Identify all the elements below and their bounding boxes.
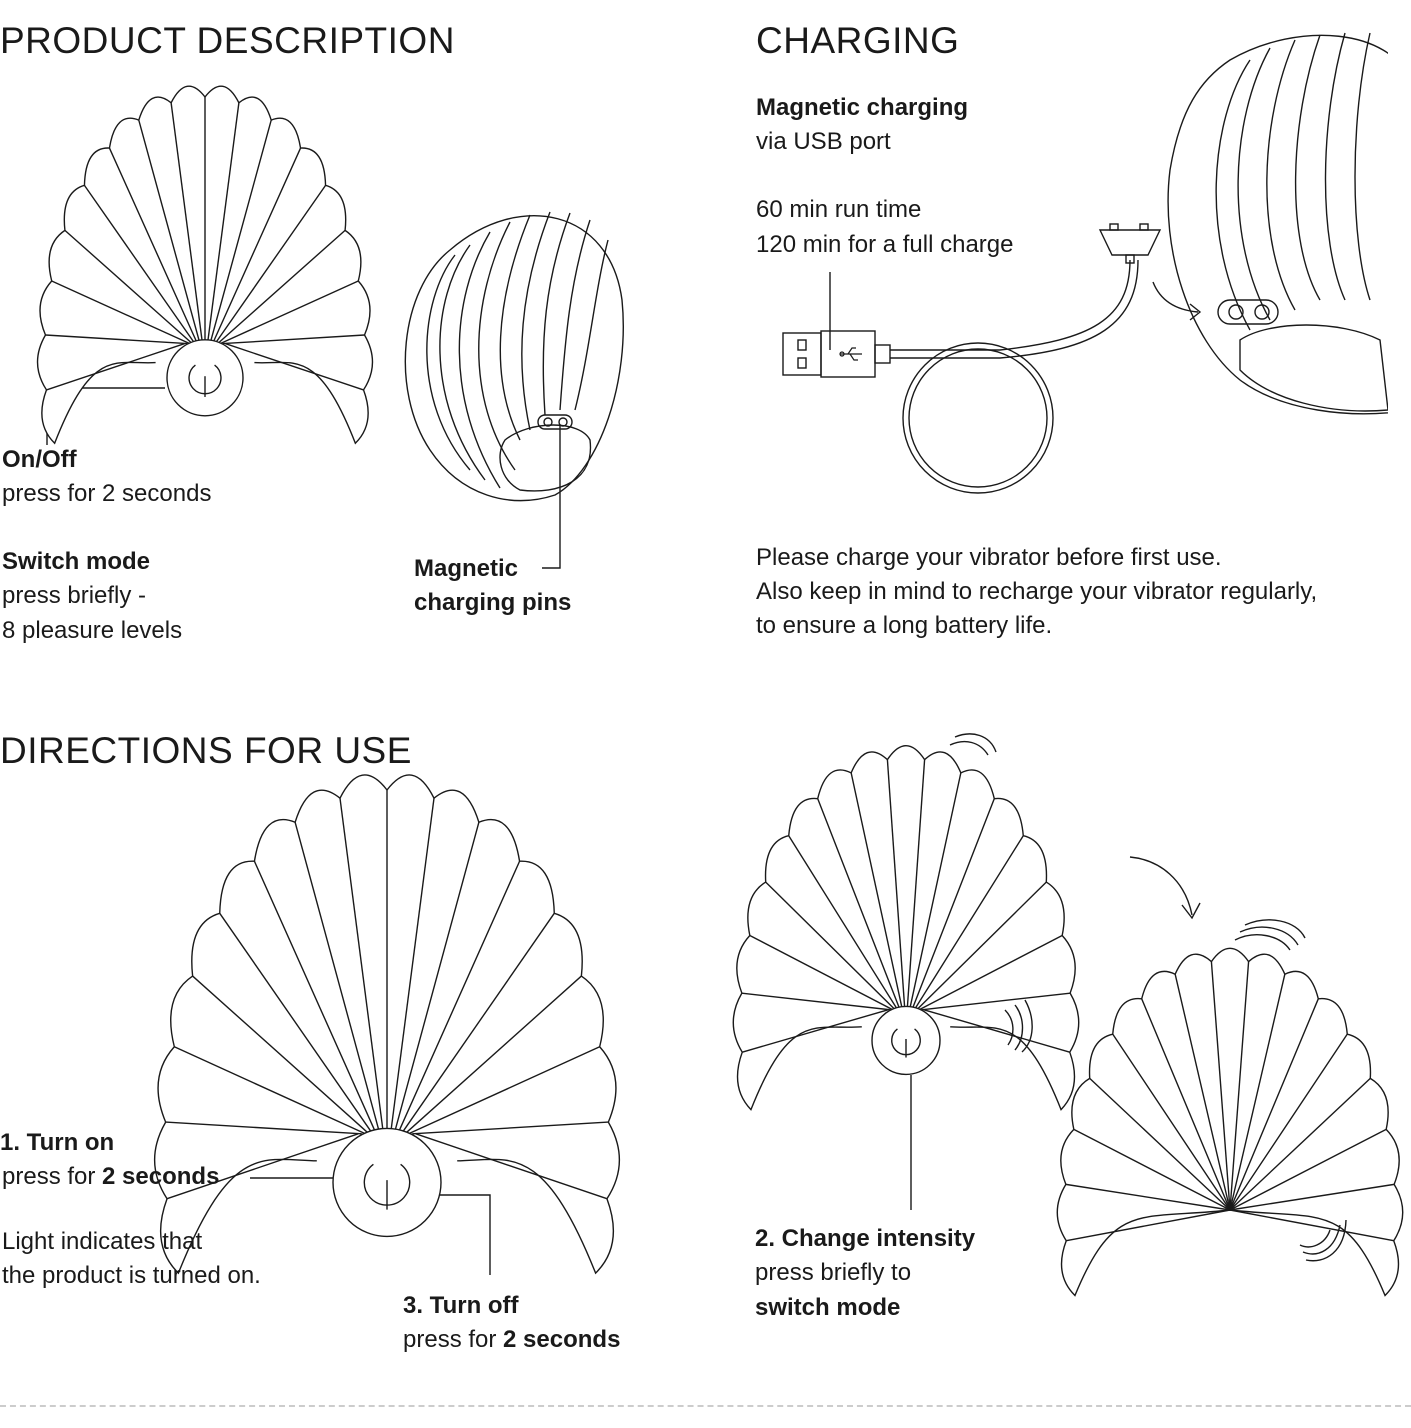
power-button[interactable] [871,1005,941,1076]
step2-line1: press briefly to [755,1259,912,1286]
step1-text: press for 2 seconds [2,1163,220,1190]
switch-mode-line2: 8 pleasure levels [2,617,183,644]
shell-charging-view [1152,32,1388,415]
shell-intensity-b [1056,947,1404,1297]
light-note-line2: the product is turned on. [2,1262,261,1289]
on-off-title: On/Off [2,446,77,473]
switch-mode-title: Switch mode [2,548,151,575]
light-note-line1: Light indicates that [2,1228,203,1255]
power-button[interactable] [332,1127,442,1238]
shell-large [153,774,621,1275]
charge-note-line: Also keep in mind to recharge your vibra… [756,578,1318,605]
pins-line2: charging pins [414,589,572,616]
power-button[interactable] [166,339,244,417]
usb-cable [782,223,1162,494]
charge-note-line: Please charge your vibrator before first… [756,544,1222,571]
section-heading: CHARGING [756,20,960,61]
run-time: 60 min run time [756,196,922,223]
vibration-marks [949,733,1347,1262]
step3-title: 3. Turn off [403,1292,519,1319]
charging-title: Magnetic charging [756,94,969,121]
shell-side-view [404,211,624,502]
step2-line2: switch mode [755,1294,901,1321]
shell-front-view [36,85,374,445]
section-heading: DIRECTIONS FOR USE [0,730,412,771]
full-charge-time: 120 min for a full charge [756,231,1014,258]
section-heading: PRODUCT DESCRIPTION [0,20,455,61]
charging-subtitle: via USB port [756,128,891,155]
step2-title: 2. Change intensity [755,1225,976,1252]
charge-note-line: to ensure a long battery life. [756,612,1053,639]
shell-intensity-a [732,745,1080,1111]
switch-mode-line1: press briefly - [2,582,147,609]
on-off-text: press for 2 seconds [2,480,212,507]
step3-text: press for 2 seconds [403,1326,621,1353]
divider [0,1405,1411,1407]
step1-title: 1. Turn on [0,1129,115,1156]
pins-line1: Magnetic [414,555,519,582]
